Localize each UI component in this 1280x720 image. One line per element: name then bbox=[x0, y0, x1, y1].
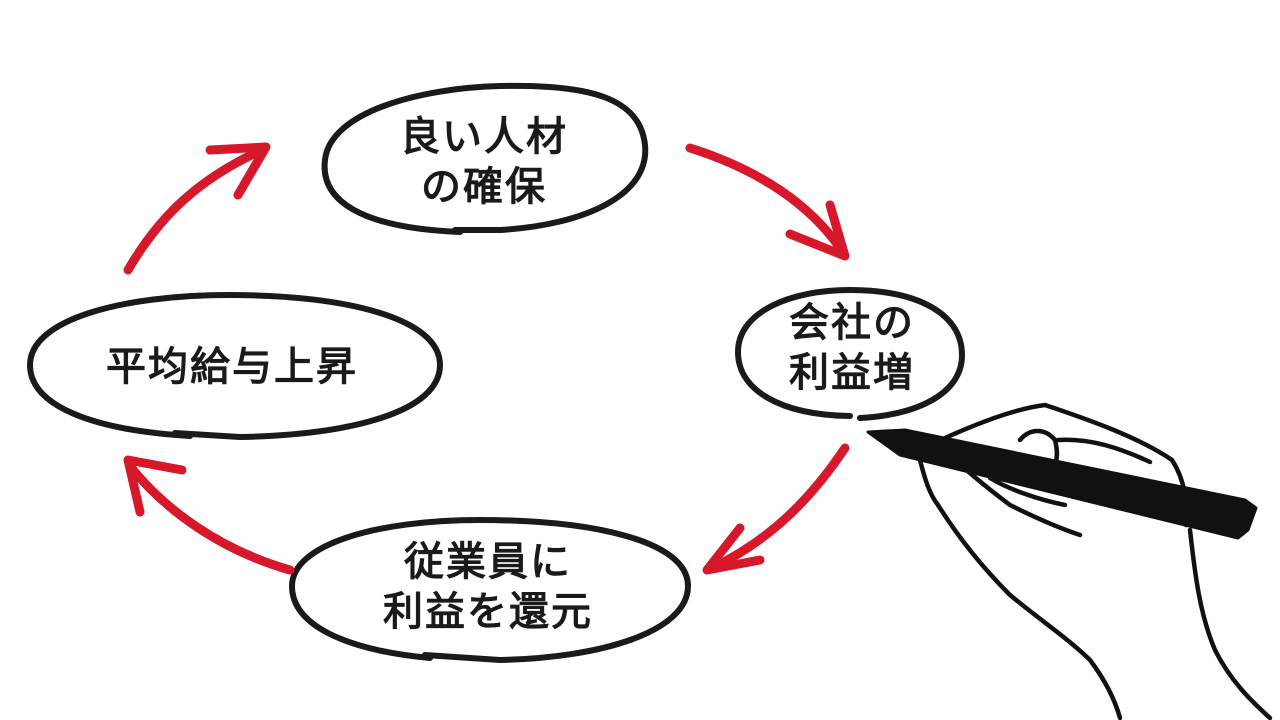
arrow-return-to-salary bbox=[123, 455, 295, 575]
node-profit-ellipse bbox=[734, 286, 966, 421]
hand-icon bbox=[917, 402, 1273, 720]
node-salary: 平均給与上昇 bbox=[26, 291, 444, 441]
node-salary-ellipse bbox=[26, 291, 444, 441]
node-return-line2: 利益を還元 bbox=[383, 589, 593, 635]
arrow-profit-to-return bbox=[702, 443, 850, 575]
node-return-line1: 従業員に bbox=[403, 539, 572, 585]
node-profit-line1: 会社の bbox=[789, 300, 915, 346]
marker-icon bbox=[866, 428, 1258, 540]
arrow-salary-to-talent bbox=[123, 142, 271, 275]
node-profit: 会社の 利益増 bbox=[734, 286, 966, 421]
node-talent: 良い人材 の確保 bbox=[321, 82, 649, 235]
node-return: 従業員に 利益を還元 bbox=[288, 516, 692, 664]
hand-with-marker-illustration bbox=[866, 402, 1273, 720]
node-talent-line1: 良い人材 bbox=[400, 114, 568, 160]
node-talent-ellipse bbox=[321, 82, 649, 235]
arrow-talent-to-profit bbox=[685, 143, 850, 261]
node-salary-line1: 平均給与上昇 bbox=[106, 344, 358, 390]
node-profit-line2: 利益増 bbox=[789, 350, 915, 396]
node-talent-line2: の確保 bbox=[421, 164, 547, 210]
node-return-ellipse bbox=[288, 516, 692, 664]
